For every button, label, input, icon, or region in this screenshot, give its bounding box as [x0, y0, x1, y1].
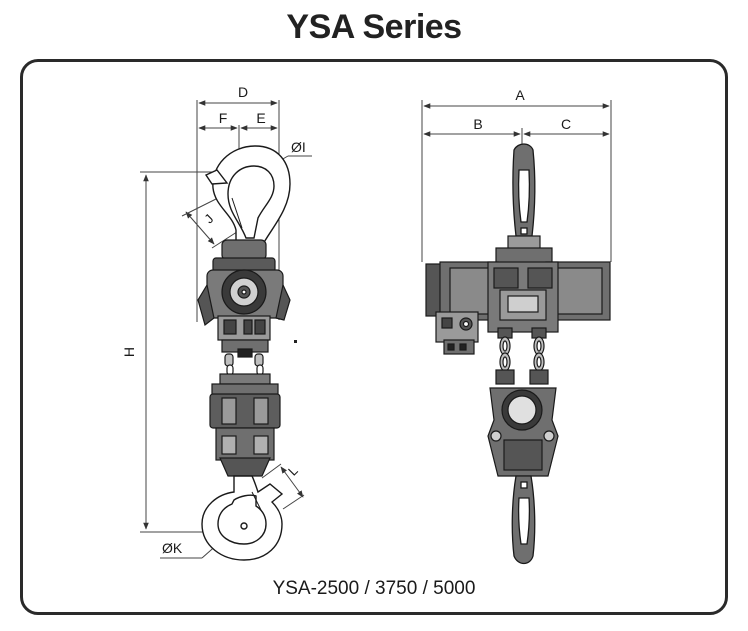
lower-block-front: [487, 387, 559, 477]
upper-hook-side: [204, 145, 291, 247]
motor-body-front: [425, 261, 611, 333]
dim-label-a: A: [515, 87, 525, 103]
chains-front: [495, 327, 549, 385]
dim-label-i: ØI: [291, 139, 306, 155]
dim-label-e: E: [256, 110, 265, 126]
control-box-front: [435, 311, 479, 355]
top-mount-front: [495, 235, 553, 265]
dimension-a-group: [421, 100, 612, 262]
dim-label-f: F: [219, 110, 228, 126]
page-title: YSA Series: [286, 8, 462, 46]
dim-label-k: ØK: [162, 540, 183, 556]
lower-hook-side: [201, 475, 284, 561]
hoist-body-side: [197, 239, 291, 358]
front-view: A B C: [421, 87, 612, 565]
side-view: D F E H ØI J L: [121, 84, 312, 561]
dim-label-b: B: [473, 116, 482, 132]
lower-hook-front: [511, 475, 536, 565]
dim-label-d: D: [238, 84, 248, 100]
dim-label-c: C: [561, 116, 571, 132]
dim-label-j: J: [201, 211, 216, 226]
model-caption: YSA-2500 / 3750 / 5000: [272, 578, 476, 599]
lower-block-side: [209, 383, 281, 477]
drawing-frame: [20, 59, 728, 615]
dim-label-h: H: [121, 347, 137, 357]
chain-side: [219, 353, 271, 385]
upper-hook-front: [512, 143, 536, 237]
